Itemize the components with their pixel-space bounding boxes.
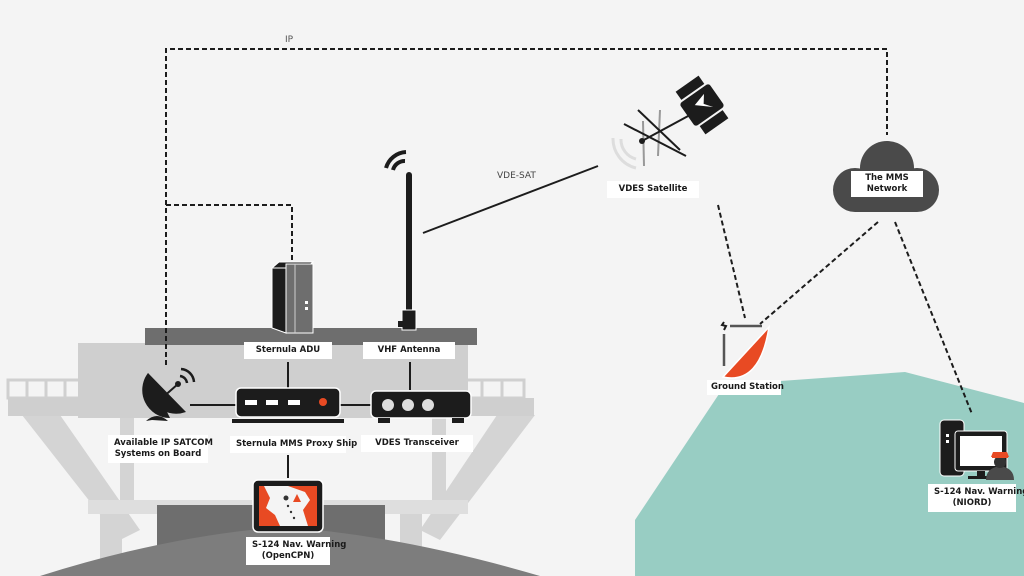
ship-wiring: [190, 362, 411, 478]
ip-link: [165, 48, 888, 365]
satellite-icon: [611, 75, 729, 170]
vhf-antenna-icon: [384, 150, 417, 331]
opencpn-label-line1: S-124 Nav. Warning: [252, 540, 347, 550]
niord-label-line1: S-124 Nav. Warning: [934, 487, 1024, 497]
proxy-label: Sternula MMS Proxy Ship: [230, 436, 357, 453]
adu-unit-icon: [270, 261, 315, 334]
ground-links: [717, 204, 973, 415]
satellite-label: VDES Satellite: [607, 181, 699, 198]
mms-network-label-line1: The MMS: [865, 173, 909, 183]
transceiver-icon: [370, 390, 472, 423]
opencpn-label-line2: (OpenCPN): [261, 551, 315, 561]
mms-network-label: The MMS Network: [851, 171, 923, 197]
computer-officer-icon: [939, 419, 1014, 480]
vhf-antenna-label: VHF Antenna: [363, 342, 455, 359]
ground-station-label: Ground Station: [707, 380, 784, 395]
satellite-dish-icon: [142, 367, 196, 421]
adu-label: Sternula ADU: [244, 342, 332, 359]
mms-network-label-line2: Network: [866, 184, 908, 194]
ip-link-label: IP: [285, 35, 294, 45]
niord-label: S-124 Nav. Warning (NIORD): [928, 484, 1024, 512]
router-icon: [232, 387, 344, 423]
vde-sat-link: [422, 165, 599, 234]
chart-display-icon: [252, 479, 324, 533]
transceiver-label: VDES Transceiver: [361, 435, 473, 452]
satcom-label: Available IP SATCOM Systems on Board: [108, 435, 213, 463]
niord-label-line2: (NIORD): [952, 498, 992, 508]
vde-sat-label: VDE-SAT: [497, 171, 536, 181]
opencpn-label: S-124 Nav. Warning (OpenCPN): [246, 537, 347, 565]
satcom-label-line1: Available IP SATCOM: [114, 438, 213, 448]
ground-dish-icon: [720, 321, 771, 379]
satcom-label-line2: Systems on Board: [114, 449, 202, 459]
land-area: [635, 372, 1024, 576]
